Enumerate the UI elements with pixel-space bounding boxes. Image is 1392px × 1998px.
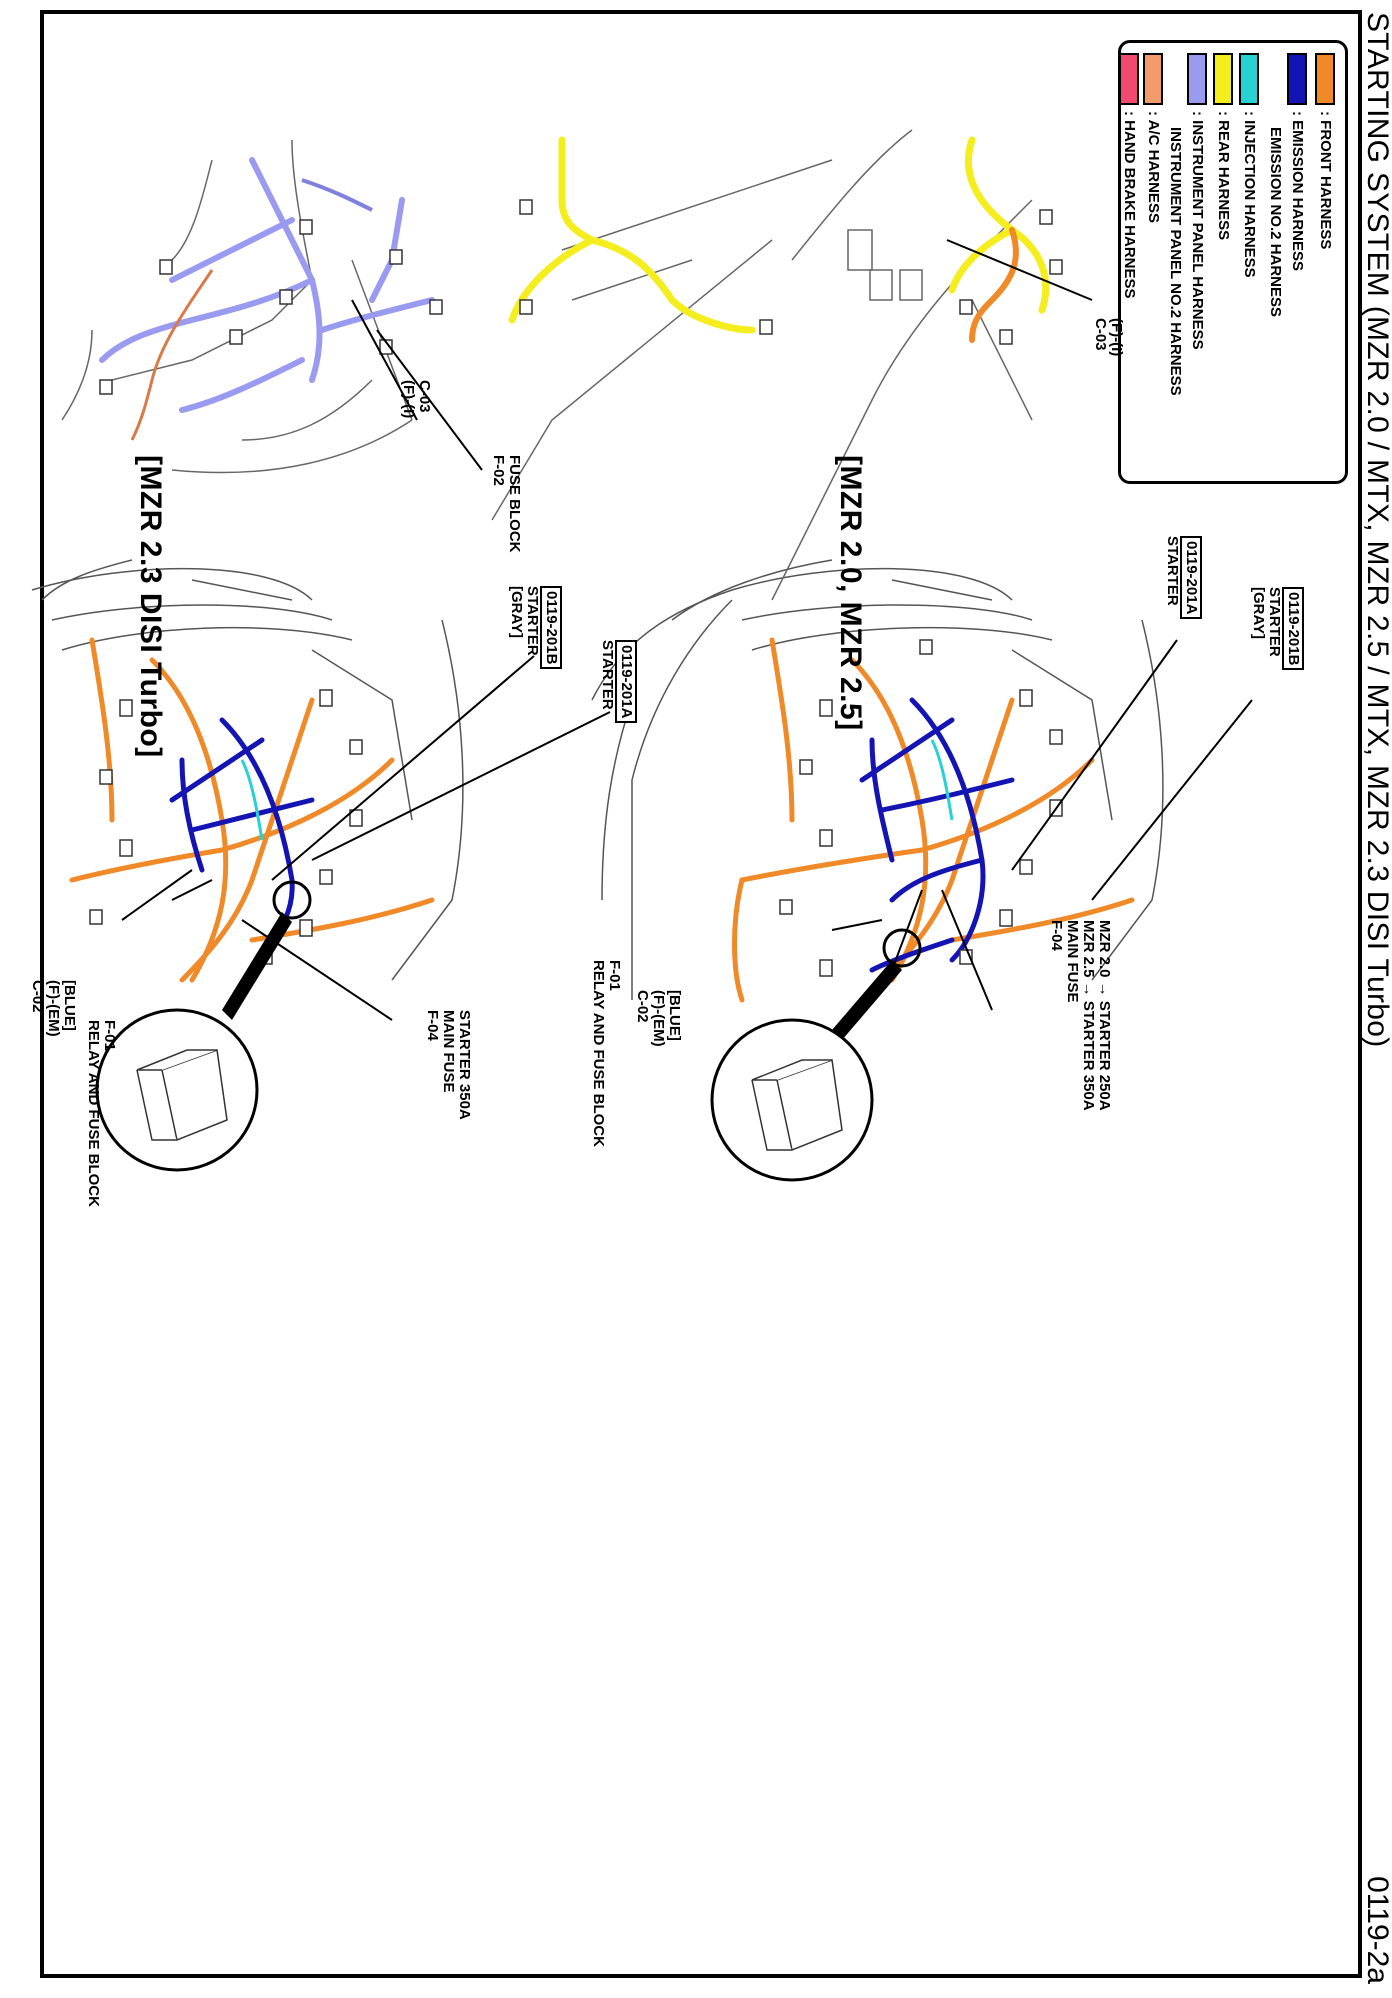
callout-a-c03: (F)-(I) C-03: [1092, 318, 1125, 357]
callout-text: C-02: [29, 980, 46, 1013]
callout-text: [BLUE]: [666, 990, 683, 1041]
legend-label: : HAND BRAKE HARNESS: [1121, 111, 1138, 299]
callout-b-main-fuse: STARTER 350A MAIN FUSE F-04: [424, 1010, 473, 1120]
callout-a-f01: F-01 RELAY AND FUSE BLOCK: [590, 960, 623, 1147]
harness-legend: : FRONT HARNESS : EMISSION HARNESS EMISS…: [1118, 40, 1348, 484]
legend-label: : A/C HARNESS: [1145, 111, 1162, 223]
callout-text: STARTER: [1164, 536, 1181, 606]
legend-swatch: [1119, 53, 1139, 105]
engine-bay-a-battery-icon: [751, 1058, 843, 1152]
leader-lines: [121, 239, 1253, 1021]
callout-text: MZR 2.0 → STARTER 250A: [1096, 920, 1113, 1111]
callout-a-main-fuse: MZR 2.0 → STARTER 250A MZR 2.5 → STARTER…: [1048, 920, 1113, 1111]
legend-swatch: [1213, 53, 1233, 105]
legend-label: INSTRUMENT PANEL NO.2 HARNESS: [1167, 127, 1184, 396]
instrument-panel-handbrake-harness: [301, 178, 373, 212]
callout-text: F-02: [490, 455, 507, 486]
callout-text: F-01: [101, 1020, 118, 1051]
callout-text: STARTER: [1266, 587, 1283, 657]
callout-text: F-01: [606, 960, 623, 991]
callout-text: RELAY AND FUSE BLOCK: [590, 960, 607, 1147]
legend-label: : INJECTION HARNESS: [1241, 111, 1258, 278]
engine-bay-b-zoom-beam: [222, 912, 292, 1020]
legend-item-instrument-panel-no2: INSTRUMENT PANEL NO.2 HARNESS: [1163, 121, 1187, 396]
callout-c-c03: C-03 (F)-(I): [400, 380, 433, 419]
callout-text: (F)-(I): [1108, 318, 1125, 357]
legend-label: : REAR HARNESS: [1215, 111, 1232, 241]
engine-bay-b-emission-harness: [169, 717, 315, 953]
callout-text: C-02: [634, 990, 651, 1023]
callout-a-0119-201b: 0119-201B STARTER [GRAY]: [1250, 587, 1304, 671]
callout-text: C-03: [416, 380, 433, 413]
callout-text: (F)-(I): [400, 380, 417, 419]
legend-item-rear-harness: : REAR HARNESS: [1211, 53, 1235, 240]
callout-b-0119-201b: 0119-201B STARTER [GRAY]: [508, 586, 562, 670]
callout-text: MZR 2.5 → STARTER 350A: [1080, 920, 1097, 1111]
legend-swatch: [1143, 53, 1163, 105]
instrument-panel-connectors: [99, 219, 443, 395]
legend-item-injection-harness: : INJECTION HARNESS: [1237, 53, 1261, 278]
callout-text: STARTER: [599, 640, 616, 710]
callout-text: MAIN FUSE: [1064, 920, 1081, 1003]
callout-text: RELAY AND FUSE BLOCK: [85, 1020, 102, 1207]
callout-text: F-04: [424, 1010, 441, 1041]
callout-text: [GRAY]: [508, 586, 525, 638]
dashboard-a-outline: [491, 129, 1033, 601]
legend-item-emission-harness: : EMISSION HARNESS: [1285, 53, 1309, 271]
callout-b-f01: F-01 RELAY AND FUSE BLOCK: [85, 1020, 118, 1207]
legend-swatch: [1187, 53, 1207, 105]
engine-bay-b-fuse-focus: [272, 880, 312, 920]
dashboard-a-connectors: [519, 199, 1063, 345]
legend-item-hand-brake-harness: : HAND BRAKE HARNESS: [1117, 53, 1141, 299]
legend-swatch: [1239, 53, 1259, 105]
engine-bay-b-outline: [31, 559, 464, 981]
engine-bay-b-battery-icon: [136, 1048, 228, 1142]
legend-item-ac-harness: : A/C HARNESS: [1141, 53, 1165, 223]
engine-bay-a-emission-harness: [859, 697, 1015, 973]
code-box: 0119-201A: [615, 640, 637, 724]
callout-b-c02: [BLUE] (F)-(EM) C-02: [29, 980, 78, 1037]
callout-text: F-04: [1048, 920, 1065, 951]
callout-text: STARTER 350A: [456, 1010, 473, 1120]
dashboard-a-front-harness: [969, 227, 1019, 343]
engine-bay-a-zoom-beam: [832, 960, 902, 1040]
legend-swatch: [1315, 53, 1335, 105]
engine-bay-b-injection-harness: [240, 759, 264, 841]
engine-bay-a-fuse-focus: [882, 928, 922, 968]
callout-text: STARTER: [524, 586, 541, 656]
section-title-mzr23-disi: [MZR 2.3 DISI Turbo]: [134, 455, 167, 758]
legend-item-front-harness: : FRONT HARNESS: [1313, 53, 1337, 249]
code-box: 0119-201B: [540, 586, 562, 670]
callout-text: (F)-(EM): [650, 990, 667, 1047]
callout-text: [BLUE]: [61, 980, 78, 1031]
legend-label: : INSTRUMENT PANEL HARNESS: [1189, 111, 1206, 350]
callout-c-fuse-block: FUSE BLOCK F-02: [490, 455, 523, 553]
section-title-mzr20-mzr25: [MZR 2.0, MZR 2.5]: [834, 455, 867, 731]
callout-a-0119-201a: 0119-201A STARTER: [1164, 536, 1202, 620]
code-box: 0119-201B: [1282, 587, 1304, 671]
callout-text: C-03: [1092, 318, 1109, 351]
legend-label: EMISSION NO.2 HARNESS: [1267, 127, 1284, 318]
instrument-panel-ac-harness: [130, 269, 214, 441]
callout-text: (F)-(EM): [45, 980, 62, 1037]
legend-label: : EMISSION HARNESS: [1289, 111, 1306, 272]
legend-label: : FRONT HARNESS: [1317, 111, 1334, 250]
legend-item-emission-no2: EMISSION NO.2 HARNESS: [1263, 121, 1287, 317]
engine-bay-a-injection-harness: [930, 739, 954, 821]
callout-text: [GRAY]: [1250, 587, 1267, 639]
engine-bay-b-connectors: [89, 689, 363, 965]
legend-item-instrument-panel-harness: : INSTRUMENT PANEL HARNESS: [1185, 53, 1209, 350]
instrument-panel-harness: [99, 157, 435, 413]
callout-b-0119-201a: 0119-201A STARTER: [599, 640, 637, 724]
callout-text: MAIN FUSE: [440, 1010, 457, 1093]
code-box: 0119-201A: [1180, 536, 1202, 620]
callout-a-c02: [BLUE] (F)-(EM) C-02: [634, 990, 683, 1047]
legend-swatch: [1287, 53, 1307, 105]
callout-text: FUSE BLOCK: [506, 455, 523, 553]
